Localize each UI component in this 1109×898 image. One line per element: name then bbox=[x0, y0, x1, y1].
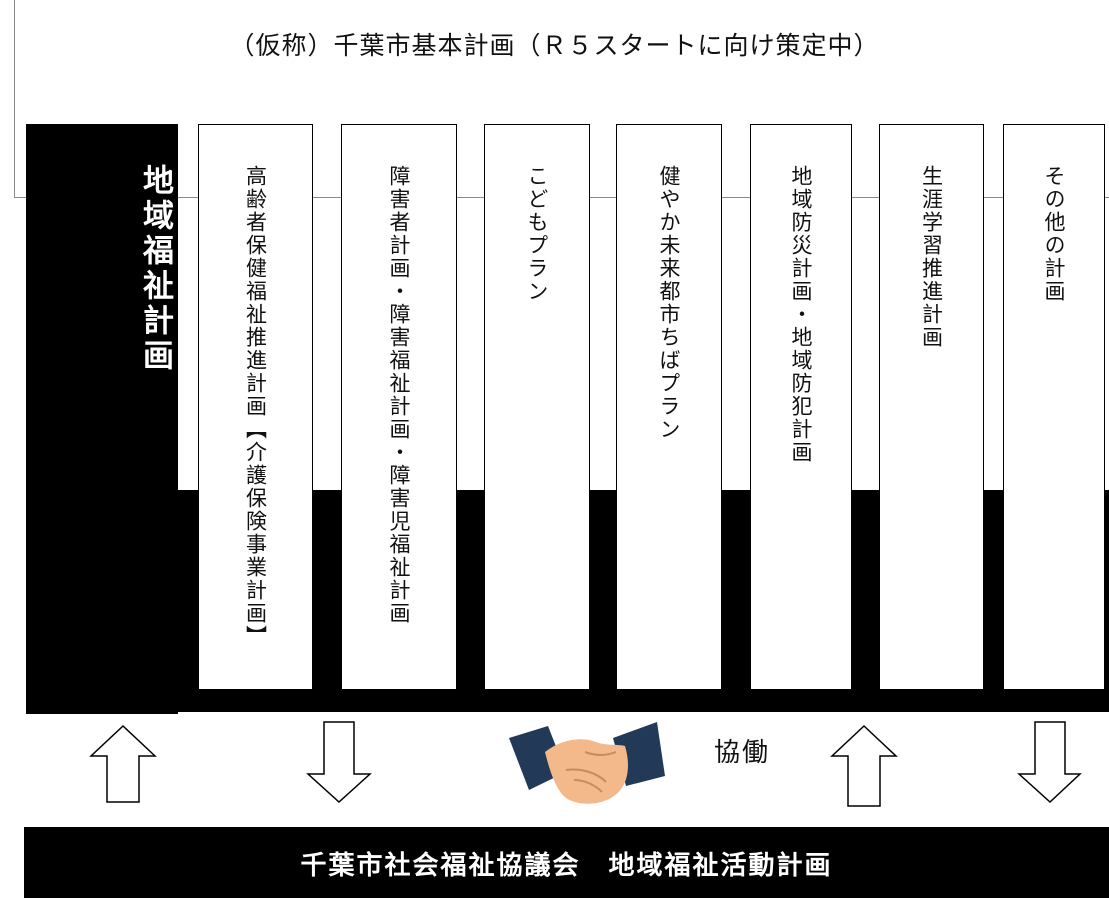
arrow-up-icon bbox=[830, 724, 898, 807]
plan-label-disability: 障害者計画・障害福祉計画・障害児福祉計画 bbox=[387, 165, 411, 625]
arrow-down-icon bbox=[1017, 721, 1082, 804]
basic-plan-title: （仮称）千葉市基本計画（Ｒ５スタートに向け策定中） bbox=[229, 31, 880, 60]
plan-label-lifelong-learning: 生涯学習推進計画 bbox=[919, 165, 944, 349]
plan-label-elderly: 高齢者保健福祉推進計画【介護保険事業計画】 bbox=[243, 165, 268, 648]
plan-label-disaster: 地域防災計画・地域防犯計画 bbox=[789, 165, 813, 464]
regional-welfare-plan-label: 地域福祉計画 bbox=[137, 164, 173, 374]
arrow-down-icon bbox=[306, 721, 372, 804]
plan-label-other: その他の計画 bbox=[1042, 165, 1066, 303]
plan-column-other: その他の計画 bbox=[1003, 124, 1105, 690]
social-welfare-council-label: 千葉市社会福祉協議会 地域福祉活動計画 bbox=[300, 851, 833, 881]
social-welfare-council-bar: 千葉市社会福祉協議会 地域福祉活動計画 bbox=[24, 827, 1109, 898]
arrow-up-icon bbox=[89, 724, 157, 803]
regional-welfare-plan-block: 地域福祉計画 bbox=[26, 124, 178, 714]
plan-column-health: 健やか未来都市ちばプラン bbox=[616, 124, 722, 690]
plan-column-lifelong-learning: 生涯学習推進計画 bbox=[879, 124, 984, 690]
plan-column-disaster: 地域防災計画・地域防犯計画 bbox=[750, 124, 852, 690]
collaboration-label: 協働 bbox=[714, 738, 771, 768]
plan-label-children: こどもプラン bbox=[525, 165, 549, 303]
plan-column-elderly: 高齢者保健福祉推進計画【介護保険事業計画】 bbox=[198, 124, 313, 690]
plan-column-disability: 障害者計画・障害福祉計画・障害児福祉計画 bbox=[341, 124, 457, 690]
plan-label-health: 健やか未来都市ちばプラン bbox=[657, 165, 681, 441]
handshake-icon bbox=[509, 722, 665, 804]
plan-column-children: こどもプラン bbox=[484, 124, 590, 690]
